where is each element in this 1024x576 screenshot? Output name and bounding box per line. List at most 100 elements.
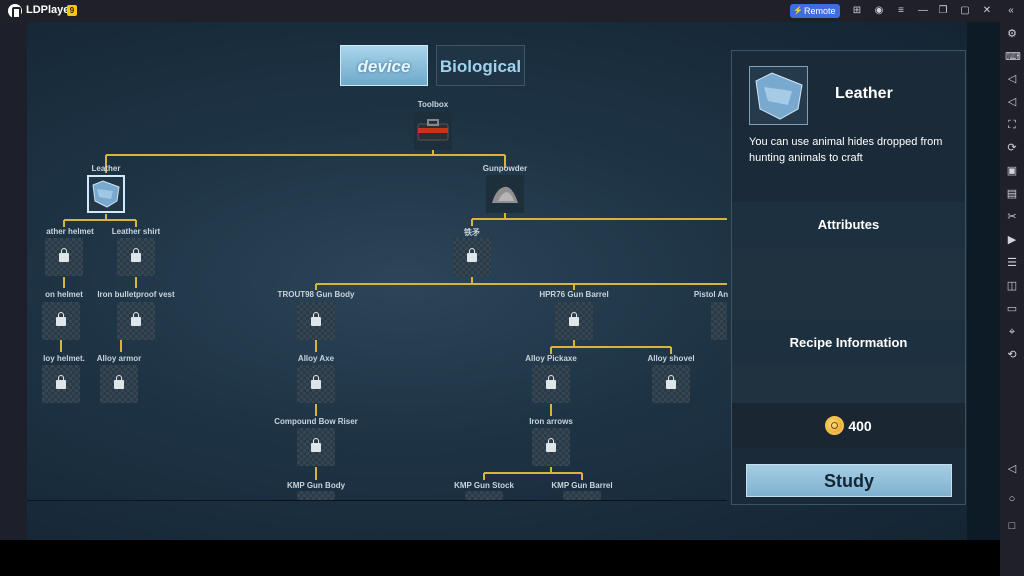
- lock-icon: [131, 248, 141, 262]
- lock-icon: [56, 375, 66, 389]
- recipe-info-header: Recipe Information: [732, 320, 965, 365]
- game-viewport: device Biological: [0, 22, 1000, 540]
- bottom-bar: [0, 540, 1000, 576]
- lock-icon: [311, 375, 321, 389]
- collapse-sidebar-icon[interactable]: «: [1008, 5, 1014, 16]
- tree-node-iron-arrows[interactable]: [532, 428, 570, 466]
- divider: [27, 500, 727, 501]
- node-label-compound-bow-riser: Compound Bow Riser: [274, 417, 358, 426]
- node-label-leather-shirt: Leather shirt: [111, 227, 161, 236]
- script-icon[interactable]: ☰: [1007, 257, 1017, 269]
- lock-icon: [467, 248, 477, 262]
- node-label-gunpowder: Gunpowder: [482, 164, 528, 173]
- settings-icon[interactable]: ⚙: [1007, 28, 1017, 40]
- lock-icon: [569, 312, 579, 326]
- app-title: LDPlayer: [26, 4, 74, 16]
- tree-node-alloy-pickaxe[interactable]: [532, 365, 570, 403]
- tree-node-leather-helmet[interactable]: [45, 238, 83, 276]
- multi-instance-icon[interactable]: ▤: [1006, 188, 1018, 200]
- volume-down-icon[interactable]: ◁: [1007, 96, 1017, 108]
- tree-node-kmp-gun-barrel[interactable]: [563, 491, 601, 501]
- node-label-alloy-shovel: Alloy shovel: [647, 354, 695, 363]
- menu-icon[interactable]: ≡: [898, 5, 904, 16]
- home-icon[interactable]: ○: [1008, 493, 1016, 505]
- study-button[interactable]: Study: [746, 464, 952, 497]
- lock-icon: [131, 312, 141, 326]
- node-label-gunpowder-child: 铁矛: [464, 228, 480, 237]
- node-label-alloy-pickaxe: Alloy Pickaxe: [525, 354, 577, 363]
- maximize-icon[interactable]: ▢: [960, 5, 970, 16]
- rotate-icon[interactable]: ⟲: [1007, 349, 1017, 361]
- study-cost: 400: [732, 403, 965, 448]
- vibrate-icon[interactable]: ◫: [1006, 280, 1018, 292]
- keyboard-icon[interactable]: ⌨: [1005, 51, 1021, 63]
- tree-node-alloy-shovel[interactable]: [652, 365, 690, 403]
- node-label-hpr76: HPR76 Gun Barrel: [539, 290, 609, 299]
- node-label-kmp-gun-stock: KMP Gun Stock: [454, 481, 514, 490]
- volume-up-icon[interactable]: ◁: [1007, 73, 1017, 85]
- tree-node-gunpowder-child[interactable]: [453, 238, 491, 276]
- remote-button[interactable]: Remote: [790, 4, 840, 18]
- node-label-iron-helmet: on helmet: [45, 290, 83, 299]
- location-icon[interactable]: ⌖: [1008, 326, 1016, 338]
- recent-apps-icon[interactable]: □: [1008, 520, 1016, 532]
- lock-icon: [59, 248, 69, 262]
- left-margin: [0, 22, 27, 540]
- record-icon[interactable]: ▶: [1007, 234, 1017, 246]
- toolbox-icon: [417, 119, 449, 141]
- right-margin: [967, 22, 1000, 540]
- lock-icon: [311, 312, 321, 326]
- selected-item-icon: [749, 66, 808, 125]
- back-icon[interactable]: ◁: [1007, 463, 1017, 475]
- lock-icon: [666, 375, 676, 389]
- coin-icon: [825, 416, 845, 435]
- node-label-alloy-helmet: loy helmet.: [43, 354, 85, 363]
- lock-icon: [311, 438, 321, 452]
- node-label-kmp-gun-barrel: KMP Gun Barrel: [551, 481, 613, 490]
- node-label-alloy-axe: Alloy Axe: [297, 354, 335, 363]
- close-icon[interactable]: ✕: [982, 5, 992, 16]
- lock-icon: [56, 312, 66, 326]
- scissors-icon[interactable]: ✂: [1007, 211, 1017, 223]
- gunpowder-icon: [492, 186, 518, 203]
- folder-icon[interactable]: ▭: [1006, 303, 1018, 315]
- apk-icon[interactable]: ▣: [1006, 165, 1018, 177]
- account-icon[interactable]: ◉: [874, 5, 884, 16]
- tree-node-hpr76[interactable]: [555, 302, 593, 340]
- ldplayer-logo-icon: [8, 4, 22, 19]
- attributes-header: Attributes: [732, 202, 965, 247]
- node-label-kmp-gun-body: KMP Gun Body: [286, 481, 346, 490]
- emulator-toolbar: ⚙ ⌨ ◁ ◁ ⛶ ⟳ ▣ ▤ ✂ ▶ ☰ ◫ ▭ ⌖ ⟲ ◁ ○ □: [1000, 22, 1024, 576]
- tree-node-trout98[interactable]: [297, 302, 335, 340]
- item-info-panel: Leather You can use animal hides dropped…: [731, 50, 966, 505]
- gamepad-icon[interactable]: ⊞: [852, 5, 862, 16]
- node-label-toolbox: Toolbox: [417, 100, 449, 109]
- sync-icon[interactable]: ⟳: [1007, 142, 1017, 154]
- tree-node-toolbox[interactable]: [414, 112, 452, 150]
- tree-node-leather[interactable]: [87, 175, 125, 213]
- tab-device[interactable]: device: [340, 45, 428, 86]
- lock-icon: [546, 438, 556, 452]
- tree-node-iron-bulletproof-vest[interactable]: [117, 302, 155, 340]
- tree-node-alloy-helmet[interactable]: [42, 365, 80, 403]
- restore-icon[interactable]: ❐: [938, 5, 948, 16]
- version-badge: 9: [67, 5, 77, 16]
- tree-node-compound-bow-riser[interactable]: [297, 428, 335, 466]
- selected-item-name: Leather: [835, 85, 893, 102]
- tab-biological[interactable]: Biological: [436, 45, 525, 86]
- tree-node-kmp-gun-body[interactable]: [297, 491, 335, 501]
- lock-icon: [546, 375, 556, 389]
- tree-node-alloy-armor[interactable]: [100, 365, 138, 403]
- tree-node-leather-shirt[interactable]: [117, 238, 155, 276]
- leather-icon: [92, 180, 120, 208]
- tree-node-pistol[interactable]: [711, 302, 727, 340]
- node-label-pistol: Pistol An: [693, 290, 729, 299]
- node-label-leather-helmet: ather helmet: [46, 227, 94, 236]
- minimize-icon[interactable]: —: [918, 5, 928, 16]
- tree-node-alloy-axe[interactable]: [297, 365, 335, 403]
- tree-node-gunpowder[interactable]: [486, 175, 524, 213]
- tree-node-iron-helmet[interactable]: [42, 302, 80, 340]
- screenshot-icon[interactable]: ⛶: [1008, 119, 1016, 131]
- tree-node-kmp-gun-stock[interactable]: [465, 491, 503, 501]
